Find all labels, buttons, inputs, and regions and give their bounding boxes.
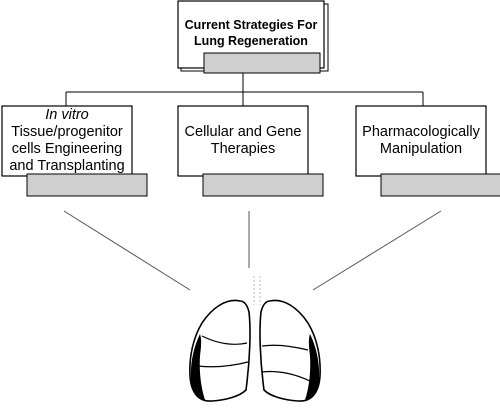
branch-box-left (1, 105, 133, 177)
branch-box-center (177, 105, 309, 177)
root-title-line-1: Current Strategies For (184, 18, 318, 32)
branch-bar-right (380, 173, 500, 197)
lungs-icon (189, 276, 321, 402)
branch-label-left: In vitro Tissue/progenitor cells Enginee… (2, 107, 132, 175)
branch-label-right-line-1: Pharmacologically (362, 124, 480, 140)
branch-node-left (1, 105, 148, 197)
branch-bar-center (202, 173, 324, 197)
branch-label-right: Pharmacologically Manipulation (356, 124, 486, 158)
right-lung-fissure-2 (261, 370, 313, 383)
branch-bar-left (26, 173, 148, 197)
left-lung (189, 299, 251, 402)
branch-label-left-line-1: In vitro (45, 107, 89, 123)
branch-label-right-line-2: Manipulation (379, 141, 463, 157)
branch-box-right (355, 105, 487, 177)
tree-connectors (65, 73, 424, 106)
left-lung-fissure-2 (197, 361, 249, 368)
branch-node-right (355, 105, 500, 197)
branch-node-center (177, 105, 324, 197)
branch-label-left-line-4: and Transplanting (9, 158, 125, 174)
right-lung (259, 299, 321, 402)
root-title: Current Strategies For Lung Regeneration (178, 17, 324, 49)
lung-connectors (63, 210, 442, 291)
root-title-line-2: Lung Regeneration (194, 34, 308, 48)
lung-connector-left (63, 210, 191, 291)
right-lung-shading (305, 334, 320, 400)
branch-label-left-line-3: cells Engineering (11, 141, 123, 157)
right-lung-fissure-1 (261, 344, 309, 351)
branch-label-center-line-1: Cellular and Gene (184, 124, 302, 140)
branch-label-center: Cellular and Gene Therapies (178, 124, 308, 158)
root-bar (203, 52, 321, 74)
root-node (177, 0, 329, 74)
branch-label-left-line-2: Tissue/progenitor (11, 124, 123, 140)
left-lung-fissure-1 (201, 335, 248, 345)
branch-label-center-line-2: Therapies (210, 141, 276, 157)
left-lung-shading (190, 334, 205, 400)
lung-connector-right (312, 210, 442, 291)
